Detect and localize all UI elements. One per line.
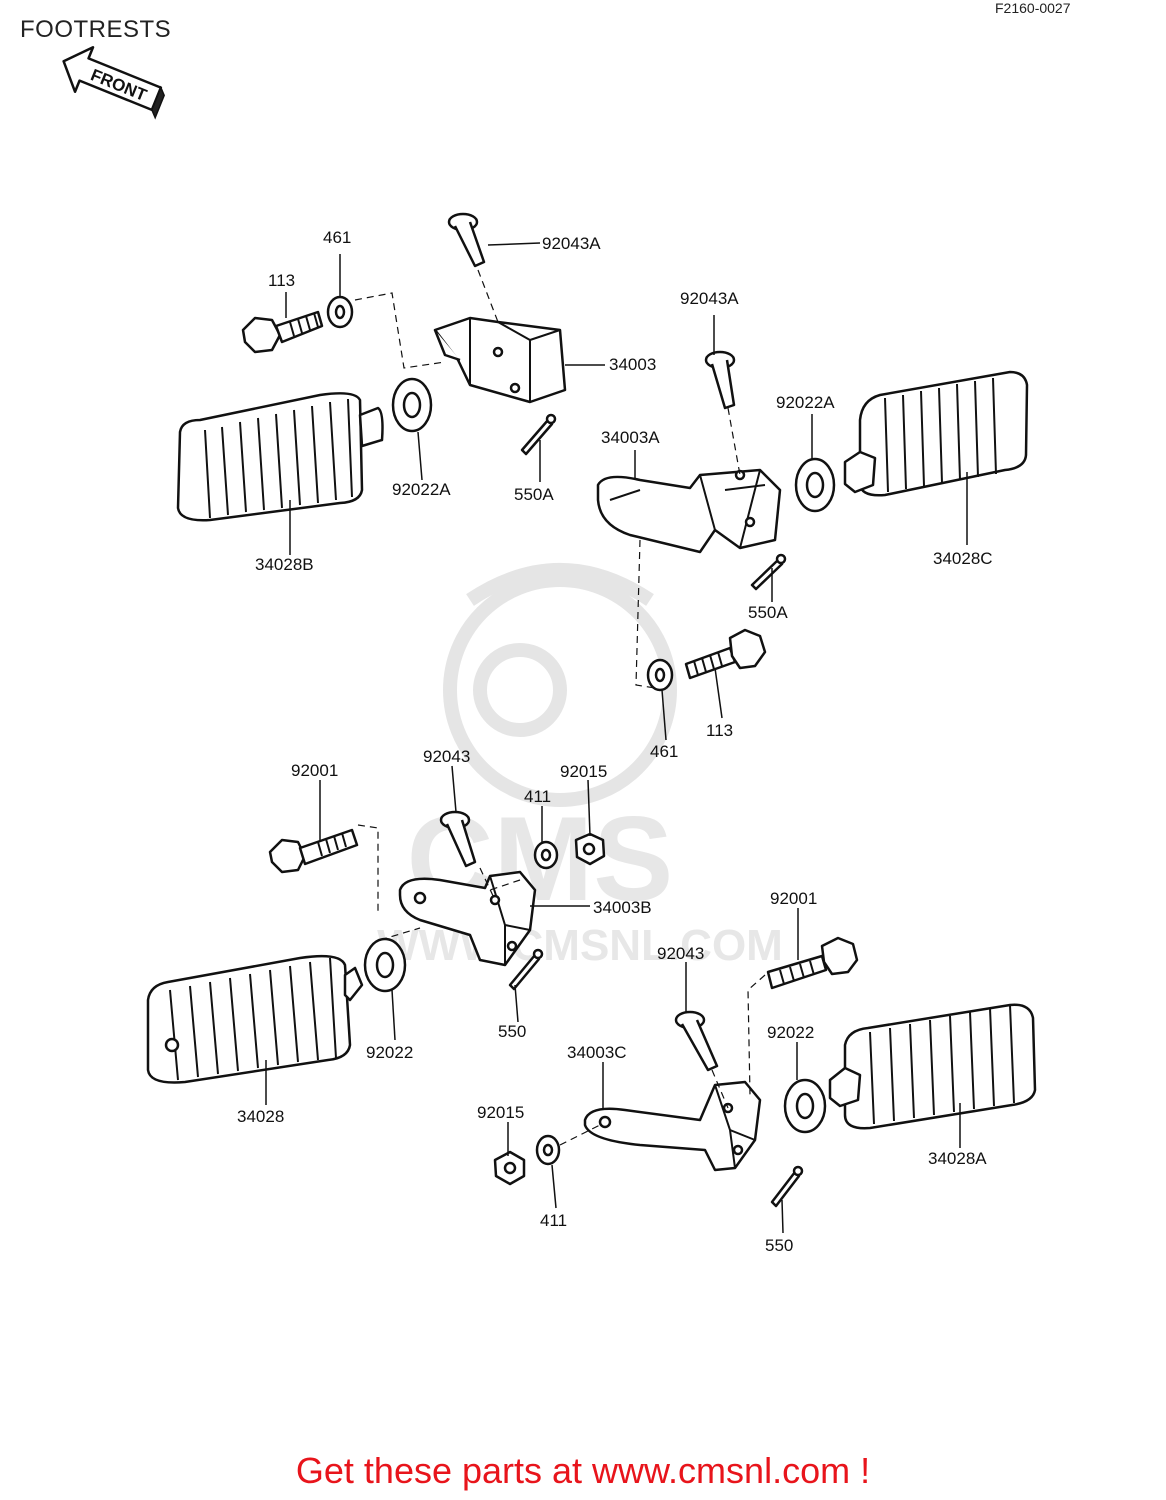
- label-461: 461: [650, 742, 678, 761]
- lock-washer-461-upper-left: [326, 295, 354, 329]
- label-34028C: 34028C: [933, 549, 993, 568]
- washer-411-lower-right: [535, 1134, 561, 1166]
- watermark-site-text: WWW.CMSNL.COM: [377, 921, 783, 970]
- label-92022: 92022: [366, 1043, 413, 1062]
- footrest-rubber-34028A: [828, 1003, 1037, 1130]
- label-461: 461: [323, 228, 351, 247]
- label-34003: 34003: [609, 355, 656, 374]
- cotter-pin-550A-upper-right: [750, 553, 787, 591]
- footrest-rubber-34028C: [843, 370, 1029, 497]
- label-113: 113: [268, 271, 295, 290]
- washer-411-lower-left: [533, 840, 559, 870]
- washer-92022-lower-right: [783, 1078, 827, 1134]
- pin-92043-lower-left: [439, 810, 477, 868]
- label-550: 550: [765, 1236, 793, 1255]
- label-550A: 550A: [748, 603, 788, 622]
- pin-92043A-upper-right: [704, 350, 736, 410]
- label-34003C: 34003C: [567, 1043, 627, 1062]
- pin-92043A-upper-left: [447, 212, 486, 268]
- bolt-92001-lower-right: [766, 936, 859, 990]
- label-550A: 550A: [514, 485, 554, 504]
- footrest-rubber-34028B: [176, 392, 384, 522]
- bracket-34003C: [583, 1080, 762, 1172]
- label-92022: 92022: [767, 1023, 814, 1042]
- nut-92015-lower-right: [493, 1150, 526, 1186]
- cotter-pin-550-lower-right: [770, 1165, 804, 1208]
- cotter-pin-550-lower-left: [508, 948, 544, 991]
- bracket-34003: [433, 316, 567, 404]
- label-92043A: 92043A: [680, 289, 739, 308]
- label-92015: 92015: [477, 1103, 524, 1122]
- bracket-34003A: [596, 468, 782, 554]
- label-34028: 34028: [237, 1107, 284, 1126]
- label-34003A: 34003A: [601, 428, 660, 447]
- washer-92022A-upper-left: [391, 377, 433, 433]
- assembly-guide-lines: [354, 269, 766, 1146]
- cotter-pin-550A-upper-left: [520, 413, 557, 456]
- front-arrow-icon: FRONT: [62, 46, 165, 120]
- label-411: 411: [540, 1211, 567, 1230]
- part-number-labels: 92043A 461 113 34003 92022A 550A 34028B …: [237, 228, 993, 1255]
- label-92043: 92043: [423, 747, 470, 766]
- bracket-34003B: [398, 870, 537, 967]
- lock-washer-461-upper-right: [646, 658, 674, 692]
- leader-lines: [265, 242, 968, 1234]
- label-92001: 92001: [770, 889, 817, 908]
- label-411: 411: [524, 787, 551, 806]
- label-92043: 92043: [657, 944, 704, 963]
- label-34028B: 34028B: [255, 555, 314, 574]
- nut-92015-lower-left: [574, 832, 606, 866]
- label-92015: 92015: [560, 762, 607, 781]
- label-550: 550: [498, 1022, 526, 1041]
- get-parts-link[interactable]: Get these parts at www.cmsnl.com !: [295, 1450, 871, 1491]
- footrest-rubber-34028: [146, 954, 364, 1084]
- label-34028A: 34028A: [928, 1149, 987, 1168]
- diagram-reference-code: F2160-0027: [995, 0, 1071, 16]
- bolt-92001-lower-left: [268, 828, 359, 874]
- washer-92022A-upper-right: [794, 457, 836, 513]
- label-92022A: 92022A: [392, 480, 451, 499]
- washer-92022-lower-left: [363, 937, 407, 993]
- label-34003B: 34003B: [593, 898, 652, 917]
- pin-92043-lower-right: [674, 1010, 719, 1072]
- label-92001: 92001: [291, 761, 338, 780]
- label-92022A: 92022A: [776, 393, 835, 412]
- label-113: 113: [706, 721, 733, 740]
- bolt-113-upper-right: [684, 628, 767, 680]
- page-title: FOOTRESTS: [20, 16, 172, 43]
- bolt-113-upper-left: [241, 310, 324, 354]
- label-92043A: 92043A: [542, 234, 601, 253]
